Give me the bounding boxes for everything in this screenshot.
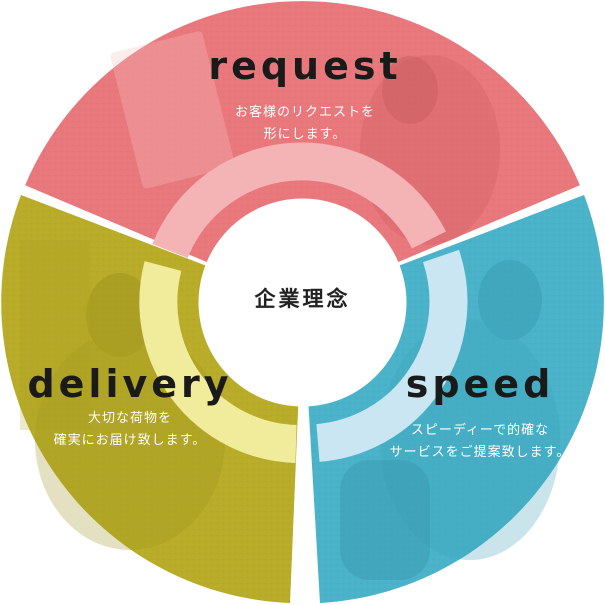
request-cycle-arc [152,142,446,259]
delivery-cycle-arc [139,261,297,463]
delivery-label: delivery 大切な荷物を 確実にお届け致します。 [25,362,235,452]
delivery-description: 大切な荷物を 確実にお届け致します。 [53,411,207,448]
request-title: request [208,44,402,88]
speed-title: speed [405,362,555,406]
speed-cycle-arc [316,249,468,462]
speed-label: speed スピーディーで的確な サービスをご提案致します。 [365,362,595,464]
speed-description: スピーディーで的確な サービスをご提案致します。 [389,423,571,460]
request-label: request お客様のリクエストを 形にします。 [200,44,410,146]
delivery-title: delivery [27,362,233,406]
center-circle [198,198,407,407]
request-description: お客様のリクエストを 形にします。 [234,105,375,142]
center-title: 企業理念 [254,287,351,311]
